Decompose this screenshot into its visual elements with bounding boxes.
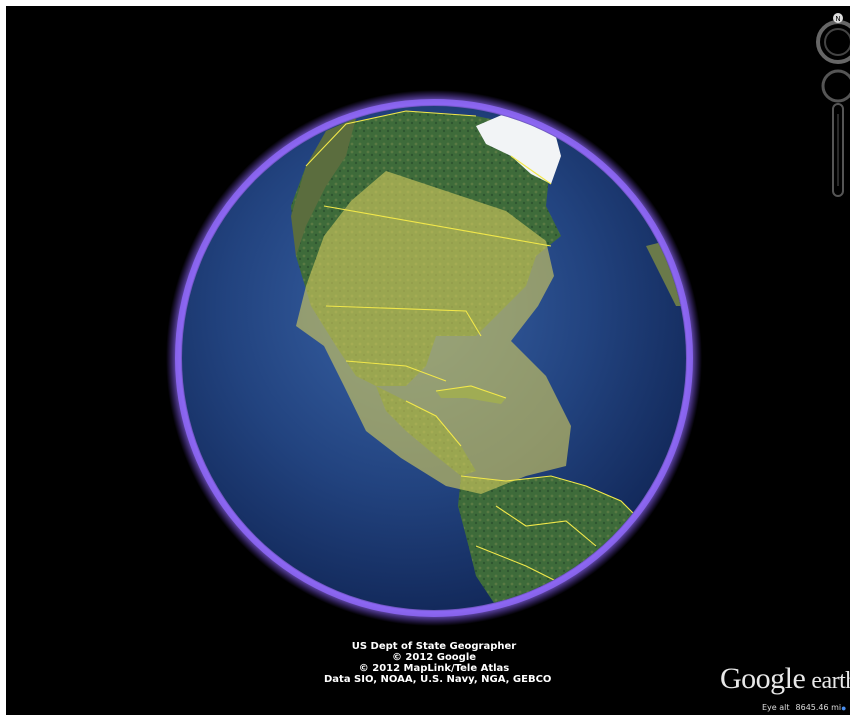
eye-alt-value: 8645.46 mi [795,703,842,712]
attribution-line: © 2012 MapLink/Tele Atlas [358,663,510,674]
compass-ring-icon[interactable]: N [816,13,850,64]
streaming-status-icon: ● [841,703,847,712]
google-earth-logo: Googleearth [720,662,850,696]
logo-word-google: Google [720,662,806,695]
look-joystick-icon[interactable] [821,69,850,103]
globe-view[interactable] [6,6,844,715]
alaska-landmass [291,118,356,256]
attribution-line: US Dept of State Geographer [351,641,517,652]
attribution-line: Data SIO, NOAA, U.S. Navy, NGA, GEBCO [324,674,552,685]
eye-altitude-readout: Eye alt 8645.46 mi [762,703,841,712]
map-viewport[interactable] [6,6,844,715]
logo-word-earth: earth [811,668,850,694]
attribution-line: © 2012 Google [391,652,477,663]
north-label: N [835,15,840,23]
eye-alt-label: Eye alt [762,703,790,712]
navigation-controls[interactable]: N [812,6,850,206]
country-borders [305,110,686,587]
map-attribution: US Dept of State Geographer © 2012 Googl… [324,641,552,685]
window-border-top [0,0,850,6]
zoom-slider-icon[interactable] [832,103,844,197]
atmosphere-rim [175,99,693,617]
range-overlay-region [296,171,571,494]
window-border-left [0,0,6,715]
